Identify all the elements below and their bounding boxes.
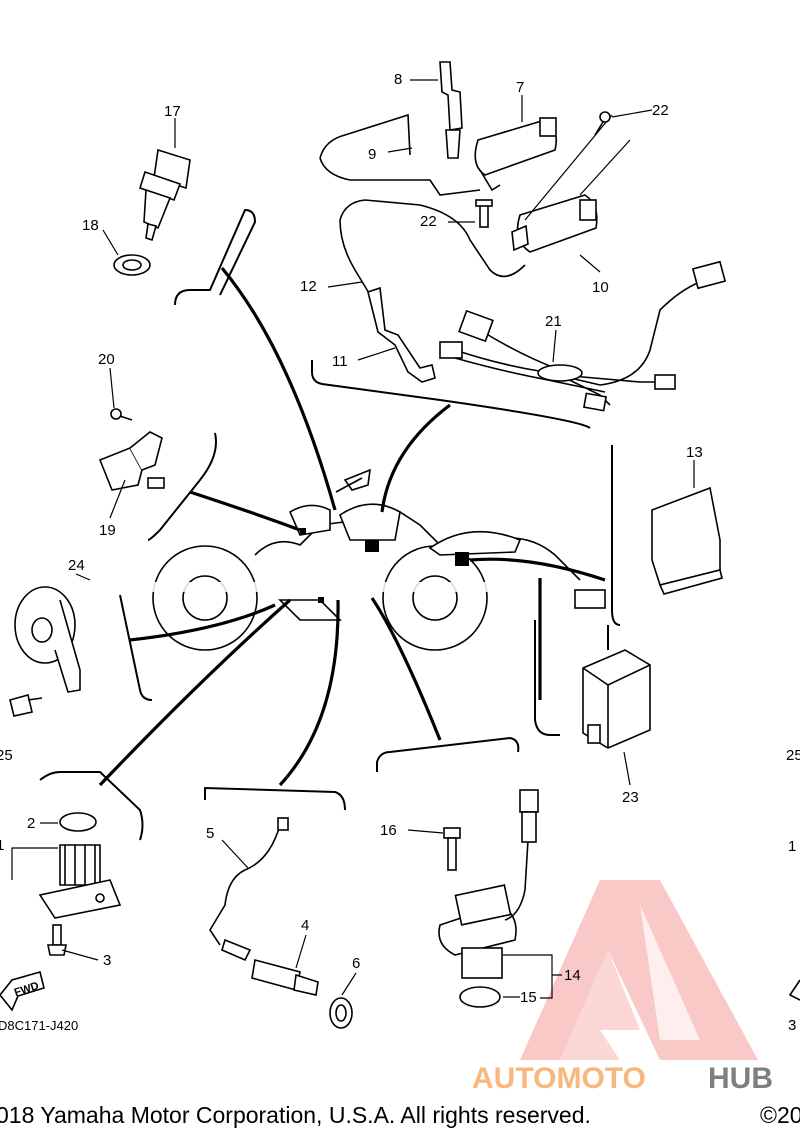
callout-2: 2 — [27, 815, 35, 832]
sensor-part-1 — [38, 844, 122, 919]
bolt-part-3 — [47, 924, 67, 956]
spark-plug-cap-part-11 — [367, 286, 436, 383]
callout-14: 14 — [564, 967, 581, 984]
callout-17: 17 — [164, 103, 181, 120]
bolt-part-16 — [443, 827, 461, 871]
screw-part-20 — [110, 408, 133, 421]
scan-band — [90, 582, 790, 592]
speed-sensor-part-14 — [438, 789, 539, 979]
callout-19: 19 — [99, 522, 116, 539]
callout-11: 11 — [332, 353, 348, 370]
copyright-year-right: ©20 — [760, 1102, 800, 1128]
o2-sensor-lead-part-5 — [209, 824, 281, 946]
callout-20: 20 — [98, 351, 115, 368]
callout-13: 13 — [686, 444, 703, 461]
motorcycle-outline — [152, 468, 581, 651]
callout-12: 12 — [300, 278, 317, 295]
watermark-part2: HUB — [708, 1062, 773, 1095]
temperature-sensor-part — [139, 148, 191, 242]
callout-8: 8 — [394, 71, 402, 88]
ht-lead-part-9 — [319, 113, 411, 159]
partial-part-right — [788, 979, 800, 1001]
callout-22-upper: 22 — [652, 102, 669, 119]
callout-24: 24 — [68, 557, 85, 574]
bolt-part-22-lower — [475, 199, 493, 228]
copyright-line: 018 Yamaha Motor Corporation, U.S.A. All… — [0, 1102, 800, 1138]
diagram-code: D8C171-J420 — [0, 1018, 78, 1033]
copyright-text: 018 Yamaha Motor Corporation, U.S.A. All… — [0, 1102, 591, 1128]
callout-18: 18 — [82, 217, 99, 234]
sensor-part-19 — [98, 431, 165, 491]
wire-harness-part-21 — [439, 260, 727, 412]
callout-21: 21 — [545, 313, 562, 330]
callout-25-right: 25 — [786, 747, 800, 764]
bolt-part-22-upper — [594, 111, 611, 136]
leader-lines — [11, 79, 695, 999]
washer-part-6 — [329, 997, 353, 1029]
callout-25-left: 25 — [0, 747, 13, 764]
callout-7: 7 — [516, 79, 524, 96]
callout-1-right: 1 — [788, 838, 796, 855]
callout-15: 15 — [520, 989, 537, 1006]
callout-3: 3 — [103, 952, 111, 969]
o-ring-part-2 — [59, 812, 97, 832]
callout-4: 4 — [301, 917, 309, 934]
watermark-logo — [520, 880, 758, 1060]
callout-22-lower: 22 — [420, 213, 437, 230]
ignition-coil-upper — [474, 117, 558, 192]
callout-23: 23 — [622, 789, 639, 806]
watermark-part1: AUTOMOTO — [472, 1062, 646, 1095]
group-brackets — [39, 208, 621, 841]
bolt-part-25-left — [9, 694, 43, 717]
callout-16: 16 — [380, 822, 397, 839]
o-ring-part-15 — [459, 986, 501, 1008]
watermark-text: AUTOMOTO HUB — [472, 1062, 773, 1095]
ht-lead-part-12 — [339, 199, 526, 278]
fwd-arrow-icon — [0, 971, 45, 1012]
callout-5: 5 — [206, 825, 214, 842]
relay-part-23 — [582, 649, 651, 749]
spark-plug-cap-part-8 — [439, 61, 463, 159]
pointer-lines — [98, 266, 606, 787]
ecu-part-13 — [574, 486, 723, 609]
o2-sensor-part-4 — [221, 938, 319, 996]
ignition-coil-lower — [511, 194, 598, 253]
callout-1: 1 — [0, 837, 4, 854]
callout-numbers: 17 18 8 7 9 22 22 10 12 21 11 20 13 19 2… — [0, 71, 800, 1034]
callout-9: 9 — [368, 146, 376, 163]
horn-part-24 — [14, 586, 81, 693]
callout-6: 6 — [352, 955, 360, 972]
callout-10: 10 — [592, 279, 609, 296]
callout-3-right: 3 — [788, 1017, 796, 1034]
